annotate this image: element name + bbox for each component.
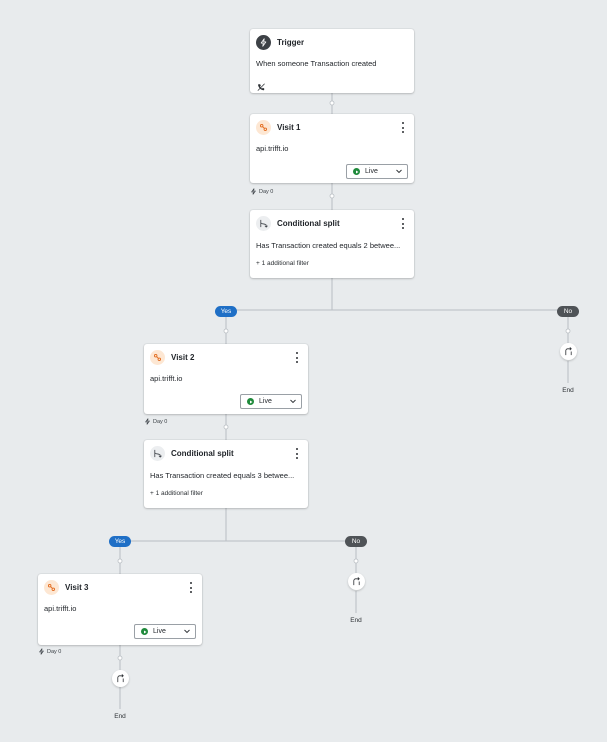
more-options-icon[interactable] (400, 218, 406, 229)
conditional-split-2-card[interactable]: Conditional split Has Transaction create… (144, 440, 308, 508)
no-branch-badge[interactable]: No (557, 306, 579, 317)
end-split-icon[interactable] (348, 573, 365, 590)
more-options-icon[interactable] (188, 582, 194, 593)
split-icon (256, 216, 271, 231)
chevron-down-icon (183, 627, 191, 637)
additional-filter-link[interactable]: + 1 additional filter (150, 490, 203, 497)
delay-text: Day 0 (153, 418, 168, 425)
chevron-down-icon (289, 397, 297, 407)
card-title: Visit 2 (171, 353, 195, 362)
end-label: End (350, 617, 362, 624)
end-label: End (114, 713, 126, 720)
conditional-split-1-card[interactable]: Conditional split Has Transaction create… (250, 210, 414, 278)
play-icon (247, 398, 254, 405)
visit-url: api.trifft.io (44, 604, 77, 613)
delay-label: Day 0 (38, 648, 61, 655)
trigger-description: When someone Transaction created (256, 59, 377, 68)
status-label: Live (259, 398, 272, 405)
delay-label: Day 0 (144, 418, 167, 425)
end-label: End (562, 387, 574, 394)
delay-label: Day 0 (250, 188, 273, 195)
visit-2-card[interactable]: Visit 2 api.trifft.io Live (144, 344, 308, 414)
trigger-card[interactable]: Trigger When someone Transaction created (250, 29, 414, 93)
no-branch-badge[interactable]: No (345, 536, 367, 547)
visit-url: api.trifft.io (150, 374, 183, 383)
yes-branch-badge[interactable]: Yes (109, 536, 131, 547)
card-title: Conditional split (171, 449, 234, 458)
end-split-icon[interactable] (112, 670, 129, 687)
visit-url: api.trifft.io (256, 144, 289, 153)
additional-filter-link[interactable]: + 1 additional filter (256, 260, 309, 267)
end-split-icon[interactable] (560, 343, 577, 360)
more-options-icon[interactable] (294, 352, 300, 363)
status-label: Live (153, 628, 166, 635)
yes-branch-badge[interactable]: Yes (215, 306, 237, 317)
bolt-icon (251, 188, 256, 195)
split-icon (150, 446, 165, 461)
no-phone-icon (257, 78, 265, 96)
play-icon (353, 168, 360, 175)
status-select[interactable]: Live (134, 624, 196, 639)
webhook-icon (150, 350, 165, 365)
more-options-icon[interactable] (400, 122, 406, 133)
play-icon (141, 628, 148, 635)
more-options-icon[interactable] (294, 448, 300, 459)
visit-3-card[interactable]: Visit 3 api.trifft.io Live (38, 574, 202, 645)
bolt-icon (39, 648, 44, 655)
card-title: Trigger (277, 38, 305, 47)
card-title: Visit 3 (65, 583, 89, 592)
webhook-icon (44, 580, 59, 595)
bolt-icon (256, 35, 271, 50)
status-select[interactable]: Live (346, 164, 408, 179)
split-condition: Has Transaction created equals 2 betwee.… (256, 241, 401, 250)
status-label: Live (365, 168, 378, 175)
chevron-down-icon (395, 167, 403, 177)
card-title: Conditional split (277, 219, 340, 228)
delay-text: Day 0 (259, 188, 274, 195)
webhook-icon (256, 120, 271, 135)
delay-text: Day 0 (47, 648, 62, 655)
status-select[interactable]: Live (240, 394, 302, 409)
split-condition: Has Transaction created equals 3 betwee.… (150, 471, 295, 480)
bolt-icon (145, 418, 150, 425)
visit-1-card[interactable]: Visit 1 api.trifft.io Live (250, 114, 414, 183)
card-title: Visit 1 (277, 123, 301, 132)
